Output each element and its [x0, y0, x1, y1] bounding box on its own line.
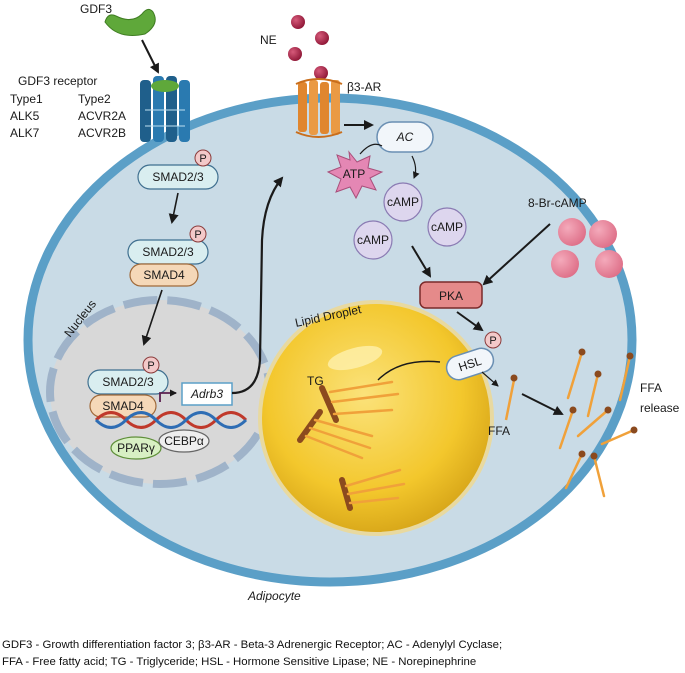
atp-label: ATP — [343, 167, 365, 181]
triglyceride-molecules — [297, 380, 406, 511]
beta3-ar-receptor — [295, 78, 343, 138]
phospho-1-label: P — [199, 153, 206, 165]
smad-complex-nucleus: SMAD2/3 P SMAD4 — [87, 356, 169, 418]
smad23-membrane: SMAD2/3 P — [137, 149, 219, 190]
br-camp-label: 8-Br-cAMP — [528, 196, 587, 210]
phospho-4-label: P — [489, 335, 496, 347]
dna-helix — [94, 411, 248, 429]
hsl-label: HSL — [457, 354, 484, 375]
ffa-local — [504, 374, 518, 421]
ffa-local-label: FFA — [488, 424, 510, 438]
smad4-nuc-label: SMAD4 — [102, 399, 144, 413]
tg-label: TG — [307, 374, 324, 388]
type2-label: Type2 — [78, 92, 111, 106]
figure-caption: GDF3 - Growth differentiation factor 3; … — [2, 637, 682, 671]
gdf3-receptor — [140, 76, 190, 142]
smad23-nuc-label: SMAD2/3 — [102, 375, 154, 389]
gdf3-ligand — [104, 8, 156, 36]
adrb3-gene: Adrb3 — [181, 382, 233, 406]
ac-label: AC — [396, 130, 414, 144]
pka-label: PKA — [439, 289, 463, 303]
ppar-label: PPARγ — [117, 441, 155, 455]
acvr2a-label: ACVR2A — [78, 109, 126, 123]
b3ar-label: β3-AR — [347, 80, 382, 94]
adenylyl-cyclase: AC — [376, 121, 434, 153]
transcription-factors: PPARγ CEBPα — [110, 429, 210, 460]
ne-label: NE — [260, 33, 277, 47]
cebp-label: CEBPα — [164, 434, 204, 448]
receptor-title: GDF3 receptor — [18, 74, 97, 88]
pka: PKA — [419, 281, 483, 309]
atp-burst: ATP — [326, 150, 384, 200]
ffa-release-label-2: release — [640, 401, 680, 415]
adipocyte-label: Adipocyte — [247, 589, 301, 603]
ffa-released — [558, 348, 638, 498]
smad4-cyto-label: SMAD4 — [143, 268, 185, 282]
camp-3-label: cAMP — [431, 220, 463, 234]
smad-complex-cytoplasm: SMAD2/3 P SMAD4 — [127, 225, 209, 287]
smad23-cyto-label: SMAD2/3 — [142, 245, 194, 259]
acvr2b-label: ACVR2B — [78, 126, 126, 140]
hsl: HSL P — [445, 331, 502, 381]
lipid-droplet — [258, 300, 494, 536]
camp-2-label: cAMP — [357, 233, 389, 247]
caption-line-1: GDF3 - Growth differentiation factor 3; … — [2, 639, 503, 651]
camp-1-label: cAMP — [387, 195, 419, 209]
ffa-release-label-1: FFA — [640, 381, 662, 395]
camp-molecules: cAMP cAMP cAMP — [353, 182, 467, 260]
gdf3-label: GDF3 — [80, 2, 112, 16]
phospho-3-label: P — [147, 360, 154, 372]
adrb3-label: Adrb3 — [190, 387, 223, 401]
br-camp-molecules — [551, 218, 623, 278]
type1-label: Type1 — [10, 92, 43, 106]
alk7-label: ALK7 — [10, 126, 40, 140]
caption-line-2: FFA - Free fatty acid; TG - Triglyceride… — [2, 656, 477, 668]
phospho-2-label: P — [194, 229, 201, 241]
ne-molecules — [288, 15, 329, 80]
smad23-membrane-label: SMAD2/3 — [152, 170, 204, 184]
alk5-label: ALK5 — [10, 109, 40, 123]
